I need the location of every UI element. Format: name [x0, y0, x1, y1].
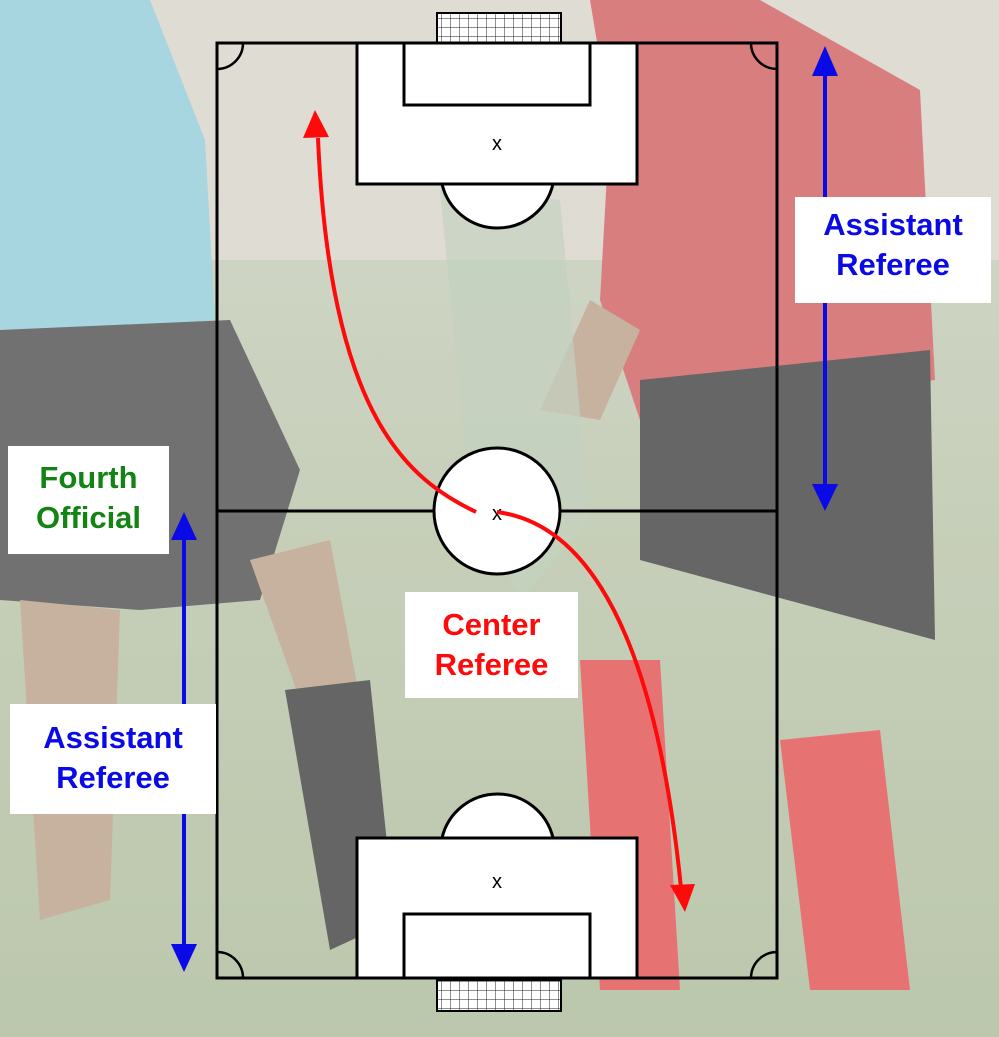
bottom-penalty-area [355, 836, 639, 980]
top-box-mark: x [492, 133, 502, 155]
fourth-official-label: Fourth Official [8, 446, 169, 554]
center-referee-path [316, 137, 683, 889]
top-goal-area [402, 41, 592, 107]
soccer-pitch [215, 12, 779, 1012]
label-line: Assistant [823, 207, 963, 242]
bottom-goal-net [436, 979, 562, 1012]
top-goal-net [436, 12, 562, 45]
assistant-referee-right-label: Assistant Referee [795, 197, 991, 303]
bottom-penalty-arc [440, 792, 555, 839]
label-line: Referee [56, 760, 170, 795]
bottom-goal-area [402, 912, 592, 980]
label-line: Referee [434, 647, 549, 682]
assistant-referee-left-label: Assistant Referee [10, 704, 216, 814]
corner-arc-bottom-right [749, 950, 778, 979]
label-line: Center [442, 607, 541, 642]
label-line: Official [35, 500, 142, 535]
center-referee-arrowhead-top [303, 110, 329, 138]
corner-arc-top-left [216, 42, 245, 71]
top-penalty-area [355, 41, 639, 186]
label-line: Assistant [43, 720, 183, 755]
corner-arc-top-right [749, 42, 778, 71]
label-line: Fourth [39, 460, 138, 495]
center-referee-arrowhead-bottom [670, 884, 695, 912]
bottom-box-mark: x [492, 871, 502, 893]
center-referee-label: Center Referee [405, 592, 578, 698]
label-line: Referee [836, 247, 950, 282]
corner-arc-bottom-left [216, 950, 245, 979]
top-penalty-arc [440, 183, 555, 230]
center-circle [432, 446, 562, 576]
